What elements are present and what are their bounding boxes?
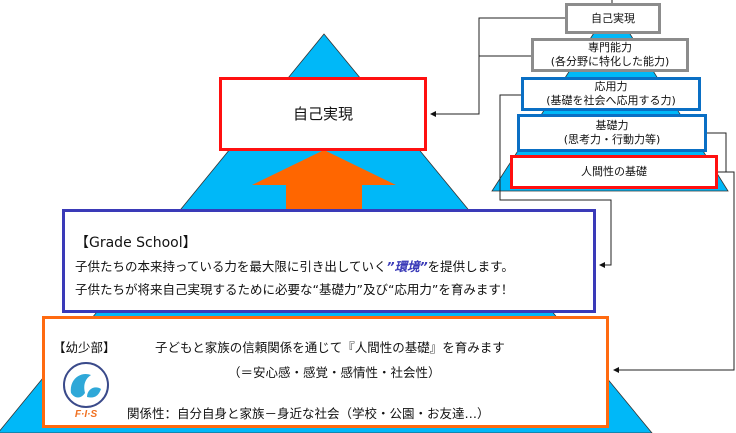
grade-school-line-2: 子供たちが将来自己実現するために必要な“基礎力”及び“応用力”を育みます！ [75,282,514,297]
connector-lines [430,0,735,373]
school-logo: F·I·S [63,362,109,419]
grade-school-line-1: 子供たちの本来持っている力を最大限に引き出していく”環境”を提供します。 [75,255,593,278]
level-applied-skills: 応用力 (基礎を社会へ応用する力) [521,77,701,111]
main-self-actualization-label: 自己実現 [292,104,353,123]
kindergarten-line-3: 関係性：自分自身と家族－身近な社会（学校・公園・お友達…） [127,406,490,421]
grade-school-box: 【Grade School】 子供たちの本来持っている力を最大限に引き出していく… [62,209,596,313]
text: を提供します。 [427,259,514,274]
level-title: 応用力 [594,80,628,94]
level-title: 専門能力 [588,41,632,55]
level-humanity-foundation: 人間性の基礎 [510,155,718,189]
kindergarten-box: 【幼少部】 子どもと家族の信頼関係を通じて『人間性の基礎』を育みます （＝安心感… [42,316,609,428]
svg-text:F·I·S: F·I·S [75,409,98,419]
level-specialized-skills: 専門能力 (各分野に特化した能力) [531,38,689,72]
grade-school-title: 【Grade School】 [75,235,197,251]
kindergarten-title: 【幼少部】 [53,340,116,355]
kindergarten-line-2: （＝安心感・感覚・感情性・社会性） [228,365,441,380]
level-title: 人間性の基礎 [581,165,647,179]
level-title: 基礎力 [595,119,629,133]
main-self-actualization-box: 自己実現 [219,77,427,151]
level-basic-skills: 基礎力 (思考力・行動力等) [517,114,707,152]
level-title: 自己実現 [591,11,635,25]
highlight-environment: ”環境” [386,259,428,274]
level-subtitle: (思考力・行動力等) [563,133,661,146]
kindergarten-line-1: 子どもと家族の信頼関係を通じて『人間性の基礎』を育みます [155,340,505,355]
text: 子供たちの本来持っている力を最大限に引き出していく [75,259,387,274]
level-self-actualization: 自己実現 [565,3,661,34]
level-subtitle: (基礎を社会へ応用する力) [546,94,676,107]
level-subtitle: (各分野に特化した能力) [550,55,670,68]
